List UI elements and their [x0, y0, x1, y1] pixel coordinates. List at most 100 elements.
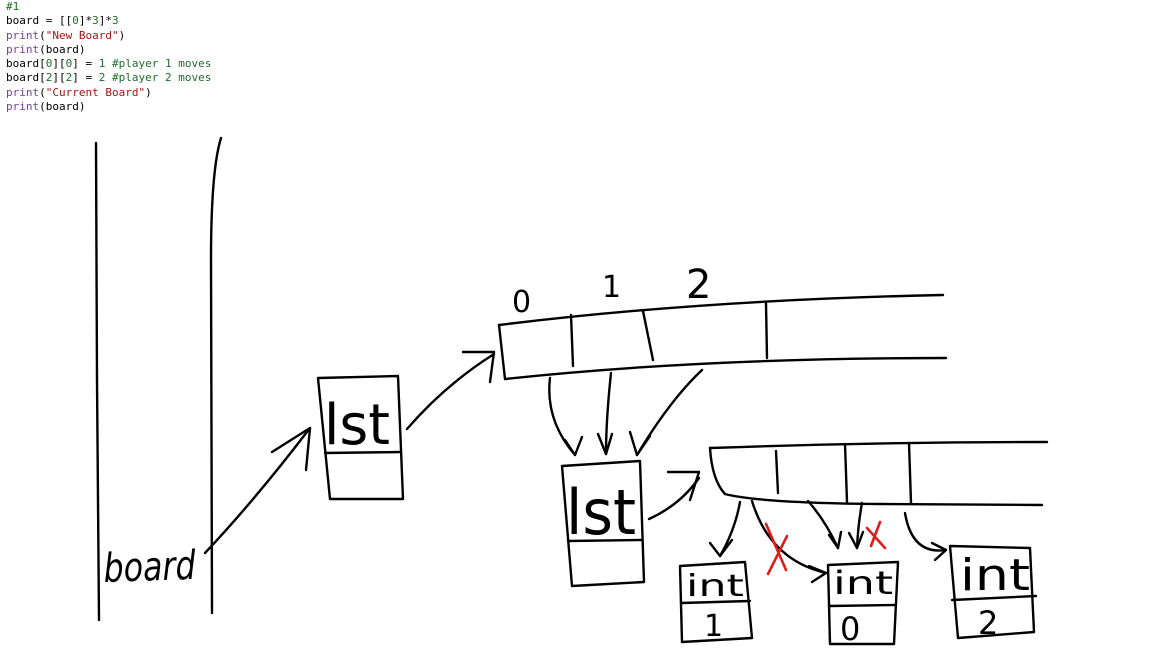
- code-line: board[2][2] = 2 #player 2 moves: [6, 71, 211, 85]
- arrow-inner-slot2-head: [847, 530, 865, 550]
- code-token: (: [39, 85, 46, 99]
- code-token: #1: [6, 0, 20, 13]
- code-token: ] =: [72, 57, 99, 71]
- code-token: print: [6, 100, 40, 114]
- int-0-type-label: int: [833, 564, 893, 602]
- code-token: 1: [98, 57, 106, 71]
- code-token: print: [6, 42, 40, 56]
- outer-list-box: [316, 374, 405, 501]
- code-token: 2: [65, 71, 73, 85]
- variable-label-board: board: [103, 543, 197, 592]
- code-token: 0: [45, 57, 53, 71]
- frame-right-line: [209, 136, 223, 615]
- arrow-slot0-to-inner-list: [548, 376, 577, 457]
- arrow-inner-slot2b-head: [930, 541, 948, 562]
- inner-array-divider-1: [774, 449, 780, 495]
- int-1-type-label: int: [686, 569, 744, 604]
- outer-array-divider-2: [641, 309, 655, 362]
- code-token: (board): [39, 42, 86, 56]
- code-token: ]*: [78, 14, 93, 28]
- arrow-outer-list-to-array: [405, 352, 496, 431]
- cross-out-1a: [764, 522, 788, 572]
- index-label-2: 2: [686, 262, 711, 308]
- inner-array-bottom: [723, 492, 1044, 507]
- arrow-board-to-outer-list: [203, 426, 312, 555]
- code-token: ): [118, 28, 126, 42]
- code-token: board[: [6, 57, 46, 71]
- arrow-inner-slot2-to-int2: [903, 511, 948, 552]
- arrow-slot0-head: [563, 435, 584, 457]
- code-line: #1: [6, 0, 211, 14]
- index-label-0: 0: [512, 285, 531, 320]
- code-token: #player 1 moves: [112, 57, 212, 71]
- int-0-value: 0: [840, 610, 860, 648]
- code-line: print("New Board"): [6, 29, 211, 43]
- int-box-1: [678, 560, 754, 644]
- cross-out-2a: [865, 526, 887, 550]
- code-token: "New Board": [45, 28, 119, 42]
- code-token: (: [39, 28, 46, 42]
- code-token: ] =: [72, 71, 99, 85]
- outer-list-divider: [323, 450, 403, 455]
- arrow-slot1-head: [596, 432, 614, 456]
- code-token: 0: [72, 14, 79, 28]
- code-token: print: [6, 85, 40, 99]
- code-line: board = [[0]*3]*3: [6, 14, 211, 28]
- code-token: (board): [39, 100, 86, 114]
- arrow-inner-slot0-to-int0: [750, 499, 828, 575]
- inner-list-box: [560, 459, 646, 588]
- cross-out-1b: [766, 534, 789, 576]
- code-token: ][: [52, 57, 66, 71]
- arrow-inner-slot1-head: [827, 530, 843, 550]
- arrow-slot1-to-inner-list: [604, 371, 613, 456]
- arrow-inner-slot0-head: [708, 538, 734, 558]
- code-line: print(board): [6, 43, 211, 57]
- code-token: 2: [45, 71, 53, 85]
- code-token: board[: [6, 71, 46, 85]
- arrow-outer-list-head: [461, 350, 496, 384]
- arrow-slot2-head: [628, 430, 652, 457]
- outer-array-divider-1: [569, 313, 575, 368]
- inner-array-divider-3: [907, 441, 913, 505]
- arrow-inner-list-head: [666, 470, 701, 502]
- int-box-2-divider: [950, 594, 1038, 602]
- code-line: print(board): [6, 100, 211, 114]
- code-token: ): [145, 85, 152, 99]
- int-box-2: [948, 544, 1036, 640]
- arrow-board-head: [270, 426, 312, 472]
- inner-list-label: lst: [566, 476, 636, 549]
- code-token: 3: [92, 14, 99, 28]
- code-token: "Current Board": [45, 85, 146, 99]
- int-1-value: 1: [704, 609, 723, 644]
- inner-list-divider: [566, 538, 643, 543]
- code-token: print: [6, 28, 40, 42]
- cross-out-2b: [869, 520, 882, 548]
- code-token: 0: [65, 57, 73, 71]
- code-token: 2: [98, 71, 106, 85]
- outer-array-top: [497, 293, 945, 327]
- inner-array-divider-2: [843, 442, 849, 504]
- int-2-type-label: int: [960, 550, 1030, 601]
- code-token: #player 2 moves: [112, 71, 212, 85]
- code-line: board[0][0] = 1 #player 1 moves: [6, 57, 211, 71]
- frame-left-line: [94, 141, 101, 622]
- code-token: board = [[: [6, 14, 73, 28]
- inner-array-top: [708, 440, 1049, 450]
- outer-array-divider-3: [764, 301, 769, 360]
- int-box-1-divider: [679, 599, 752, 605]
- code-token: 3: [111, 14, 119, 28]
- index-label-1: 1: [602, 270, 621, 305]
- int-2-value: 2: [978, 604, 998, 642]
- arrow-inner-slot0b-head: [807, 564, 828, 584]
- outer-array-bottom: [503, 356, 948, 381]
- code-token: ][: [52, 71, 66, 85]
- code-token: ]*: [98, 14, 112, 28]
- inner-array-left: [708, 446, 727, 496]
- arrow-inner-slot0-to-int1: [718, 500, 742, 558]
- code-line: print("Current Board"): [6, 86, 211, 100]
- outer-list-label: lst: [324, 393, 390, 458]
- outer-array-left: [497, 323, 507, 381]
- int-box-0: [826, 560, 900, 646]
